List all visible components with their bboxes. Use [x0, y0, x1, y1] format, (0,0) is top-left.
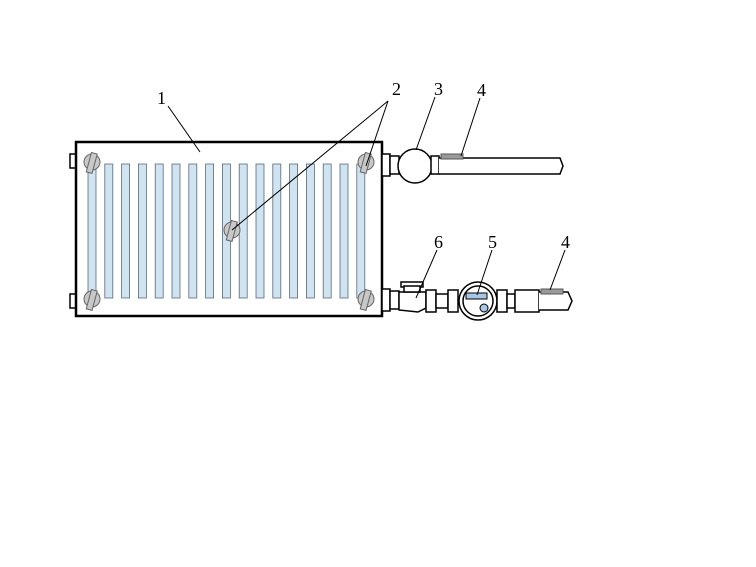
radiator-fin	[87, 163, 97, 299]
radiator-fin	[339, 163, 349, 299]
leader-lines	[167, 96, 566, 299]
radiator-fin	[322, 163, 332, 299]
bottom-connection	[381, 281, 573, 321]
inlet-valve	[397, 148, 433, 184]
radiator-fin	[289, 163, 299, 299]
radiator-fin	[154, 163, 164, 299]
label-inlet-valve: 3	[434, 79, 443, 99]
radiator-fin	[137, 163, 147, 299]
radiator-fin	[171, 163, 181, 299]
radiator-fin	[188, 163, 198, 299]
label-pipe-sensor-bottom: 4	[561, 232, 570, 252]
label-vents: 2	[392, 79, 401, 99]
pipe-sensor-top	[440, 153, 464, 160]
radiator-fin	[255, 163, 265, 299]
label-pipe-sensor-top: 4	[477, 80, 486, 100]
label-heat-meter: 5	[488, 232, 497, 252]
vent-bottom-right	[357, 288, 375, 312]
label-radiator: 1	[157, 88, 166, 108]
vent-top-left	[83, 151, 101, 175]
radiator-fin	[121, 163, 130, 299]
pipe-sensor-bottom	[540, 288, 564, 295]
radiator-fin	[205, 163, 215, 299]
radiator-fin	[104, 163, 114, 299]
radiator-fin	[305, 163, 315, 299]
radiator-fin	[272, 163, 282, 299]
label-filter: 6	[434, 232, 443, 252]
filter-body	[398, 291, 427, 313]
vent-bottom-left	[83, 288, 101, 312]
radiator-fin	[356, 163, 366, 299]
top-connection	[381, 148, 564, 184]
